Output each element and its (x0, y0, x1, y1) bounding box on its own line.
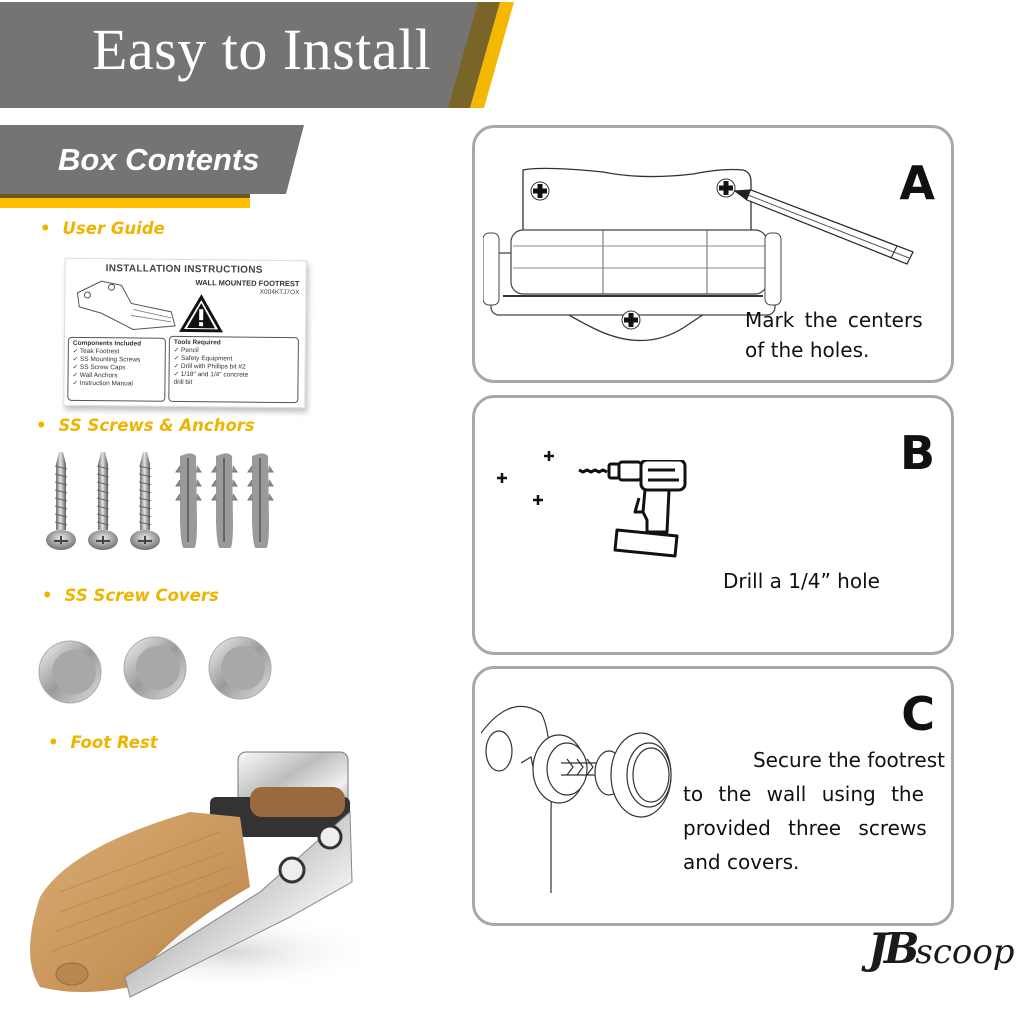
tools-required-box: Tools Required ✓ Pencil ✓ Safety Equipme… (168, 335, 299, 404)
screw-covers-image (34, 630, 284, 710)
step-b-text: Drill a 1/4” hole (723, 569, 880, 593)
item-screw-covers-label: •SS Screw Covers (42, 586, 219, 605)
screw-cover-icon (208, 636, 272, 700)
step-b-letter: B (899, 426, 935, 480)
step-c-letter: C (901, 687, 935, 741)
drill-marks-icon (497, 451, 554, 505)
item-screws-anchors-label: •SS Screws & Anchors (36, 416, 255, 435)
item-user-guide-label: •User Guide (40, 219, 165, 238)
footrest-top-view-diagram (483, 167, 914, 342)
step-c-text-line-2: to the wall using the (683, 782, 924, 806)
box-contents-banner: Box Contents (0, 124, 310, 210)
screw-cover-assembly-diagram (481, 705, 672, 893)
step-c-card: C Secure the footrest to the wall using … (472, 666, 954, 926)
hole-mark-icon (530, 181, 550, 201)
screw-icon (88, 452, 118, 550)
box-contents-title: Box Contents (58, 142, 260, 177)
user-guide-card: INSTALLATION INSTRUCTIONS WALL MOUNTED F… (63, 257, 307, 409)
step-c-text-line-1: Secure the footrest (752, 748, 945, 772)
hole-mark-icon (716, 178, 736, 198)
step-c-text-line-3: provided three screws (683, 816, 927, 840)
screw-icon (46, 452, 76, 550)
header-banner: Easy to Install (0, 0, 520, 110)
footrest-sketch-icon (76, 280, 176, 330)
guide-subtitle: WALL MOUNTED FOOTREST (195, 278, 300, 289)
teak-footrest-wood (30, 812, 250, 992)
box-contents-band-shape (0, 125, 304, 208)
wall-anchor-icon (211, 453, 238, 548)
cordless-drill-icon (578, 460, 687, 558)
footrest-side-plate (124, 810, 353, 998)
wall-anchor-icon (247, 453, 274, 548)
step-a-letter: A (899, 156, 935, 210)
page-title: Easy to Install (92, 17, 432, 82)
bullet-icon: • (36, 416, 47, 435)
step-a-text-line-1: Mark the centers (745, 308, 923, 332)
warning-triangle-icon (179, 294, 224, 333)
hole-mark-icon (621, 310, 641, 330)
pencil-icon (733, 189, 914, 265)
screw-cover-icon (38, 640, 102, 704)
jbscoop-logo: JBscoop (868, 924, 1015, 973)
step-b-card: B Drill a 1/4” hole (472, 395, 954, 655)
components-included-box: Components Included ✓ Teak Footrest ✓ SS… (67, 336, 166, 402)
bullet-icon: • (48, 733, 59, 752)
bullet-icon: • (40, 219, 51, 238)
step-a-card: A Mark the centers of the holes. (472, 125, 954, 383)
item-foot-rest-label: •Foot Rest (48, 733, 158, 752)
bullet-icon: • (42, 586, 53, 605)
step-a-text-line-2: of the holes. (745, 338, 870, 362)
guide-code: X004KTJ7OX (259, 288, 300, 297)
step-c-text-line-4: and covers. (683, 850, 800, 874)
screws-anchors-image (36, 450, 286, 555)
wall-anchor-icon (175, 453, 202, 548)
screw-cover-icon (123, 636, 187, 700)
footrest-bracket (210, 751, 350, 837)
header-band-shape (0, 2, 514, 108)
screw-icon (130, 452, 160, 550)
footrest-product-image (0, 742, 380, 1010)
user-guide-image: INSTALLATION INSTRUCTIONS WALL MOUNTED F… (58, 256, 308, 412)
